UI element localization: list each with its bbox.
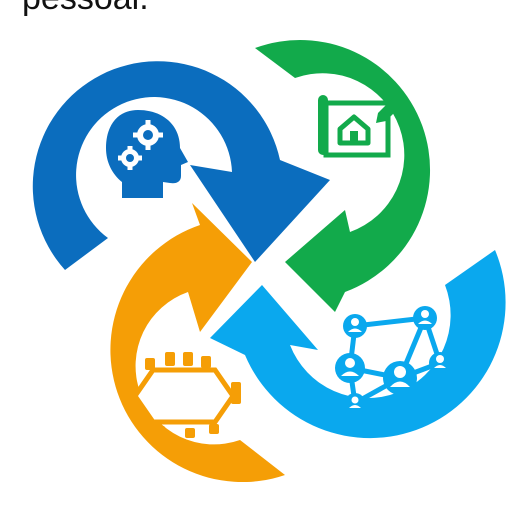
orange-cycle-arrow (110, 203, 285, 483)
green-cycle-arrow (255, 39, 431, 313)
blueprint-house-icon (318, 91, 408, 158)
light-blue-cycle-arrow (210, 250, 506, 439)
head-gears-icon (106, 110, 188, 198)
caption-fragment: pessoal. (22, 0, 149, 18)
network-people-icon (335, 306, 451, 413)
blue-cycle-arrow (32, 61, 331, 270)
meeting-table-icon (125, 352, 241, 438)
